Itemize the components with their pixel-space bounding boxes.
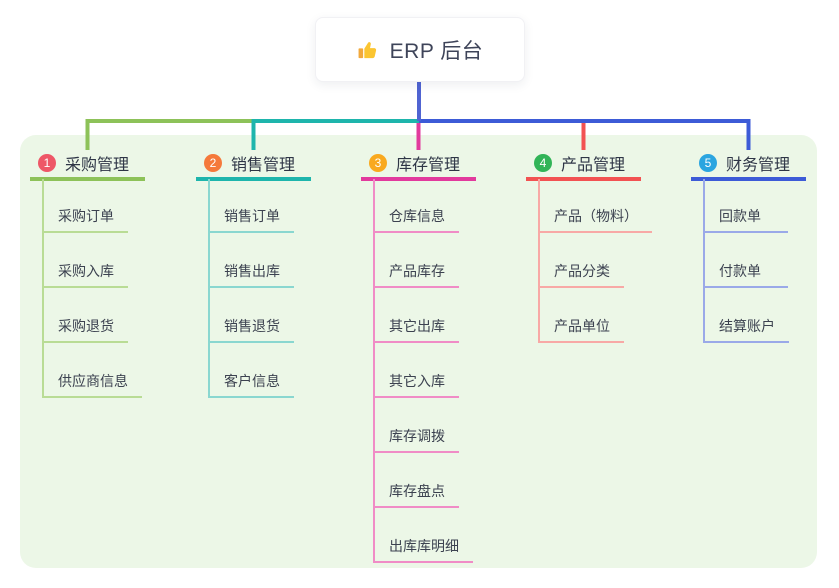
branch-children-connector xyxy=(373,179,375,562)
branch-children-connector xyxy=(538,179,540,342)
branch-badge: 4 xyxy=(534,154,552,172)
branch-node-财务管理[interactable]: 5 财务管理 xyxy=(691,149,806,181)
child-node-客户信息[interactable]: 客户信息 xyxy=(208,370,294,398)
child-node-库存调拨[interactable]: 库存调拨 xyxy=(373,425,459,453)
child-node-采购入库[interactable]: 采购入库 xyxy=(42,260,128,288)
child-node-销售出库[interactable]: 销售出库 xyxy=(208,260,294,288)
child-node-仓库信息[interactable]: 仓库信息 xyxy=(373,205,459,233)
branches-panel xyxy=(20,135,817,568)
child-node-产品（物料）[interactable]: 产品（物料） xyxy=(538,205,652,233)
branch-badge: 1 xyxy=(38,154,56,172)
connector-line xyxy=(419,119,586,150)
branch-badge: 2 xyxy=(204,154,222,172)
child-node-产品库存[interactable]: 产品库存 xyxy=(373,260,459,288)
root-node[interactable]: ERP 后台 xyxy=(315,17,525,82)
child-node-付款单[interactable]: 付款单 xyxy=(703,260,788,288)
branch-children-connector xyxy=(208,179,210,397)
branch-node-产品管理[interactable]: 4 产品管理 xyxy=(526,149,641,181)
child-node-供应商信息[interactable]: 供应商信息 xyxy=(42,370,142,398)
branch-node-销售管理[interactable]: 2 销售管理 xyxy=(196,149,311,181)
child-node-产品单位[interactable]: 产品单位 xyxy=(538,315,624,343)
child-node-回款单[interactable]: 回款单 xyxy=(703,205,788,233)
child-node-销售订单[interactable]: 销售订单 xyxy=(208,205,294,233)
child-node-采购退货[interactable]: 采购退货 xyxy=(42,315,128,343)
branch-label: 库存管理 xyxy=(396,157,461,174)
branch-node-库存管理[interactable]: 3 库存管理 xyxy=(361,149,476,181)
thumbs-up-icon xyxy=(357,39,379,61)
branch-children-connector xyxy=(703,179,705,342)
child-node-其它入库[interactable]: 其它入库 xyxy=(373,370,459,398)
root-title: ERP 后台 xyxy=(389,39,484,63)
branch-label: 销售管理 xyxy=(231,157,296,174)
branch-label: 产品管理 xyxy=(561,157,626,174)
branch-badge: 3 xyxy=(369,154,387,172)
branch-label: 财务管理 xyxy=(726,157,791,174)
branch-children-connector xyxy=(42,179,44,397)
branch-label: 采购管理 xyxy=(65,157,130,174)
child-node-销售退货[interactable]: 销售退货 xyxy=(208,315,294,343)
child-node-其它出库[interactable]: 其它出库 xyxy=(373,315,459,343)
child-node-出库库明细[interactable]: 出库库明细 xyxy=(373,535,473,563)
child-node-产品分类[interactable]: 产品分类 xyxy=(538,260,624,288)
child-node-采购订单[interactable]: 采购订单 xyxy=(42,205,128,233)
branch-badge: 5 xyxy=(699,154,717,172)
connector-line xyxy=(251,119,419,150)
branch-node-采购管理[interactable]: 1 采购管理 xyxy=(30,149,145,181)
connector-line xyxy=(419,119,751,150)
child-node-库存盘点[interactable]: 库存盘点 xyxy=(373,480,459,508)
child-node-结算账户[interactable]: 结算账户 xyxy=(703,315,789,343)
